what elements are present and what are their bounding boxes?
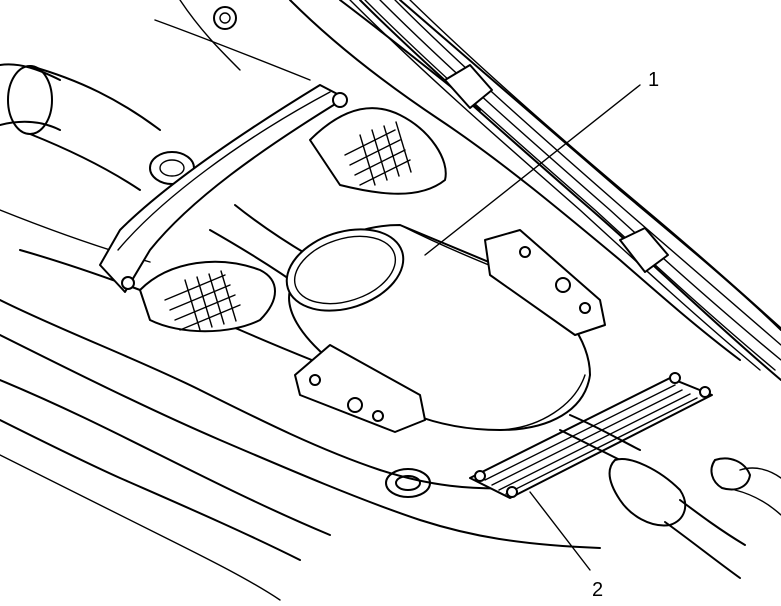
cross-member bbox=[99, 84, 348, 293]
callout-2: 2 bbox=[529, 491, 603, 601]
callout-1: 1 bbox=[424, 69, 659, 256]
muffler-hanger-front bbox=[294, 344, 426, 433]
callout-2-label: 2 bbox=[592, 579, 603, 601]
heat-shield-upper bbox=[309, 107, 447, 195]
muffler-hanger-rear bbox=[484, 229, 606, 336]
exhaust-front-pipe bbox=[0, 63, 195, 191]
support-bracket bbox=[469, 372, 713, 499]
callout-1-label: 1 bbox=[648, 69, 659, 91]
brake-fuel-lines bbox=[349, 0, 781, 371]
rear-pipe bbox=[559, 414, 781, 579]
heat-shield-lower bbox=[139, 260, 276, 333]
